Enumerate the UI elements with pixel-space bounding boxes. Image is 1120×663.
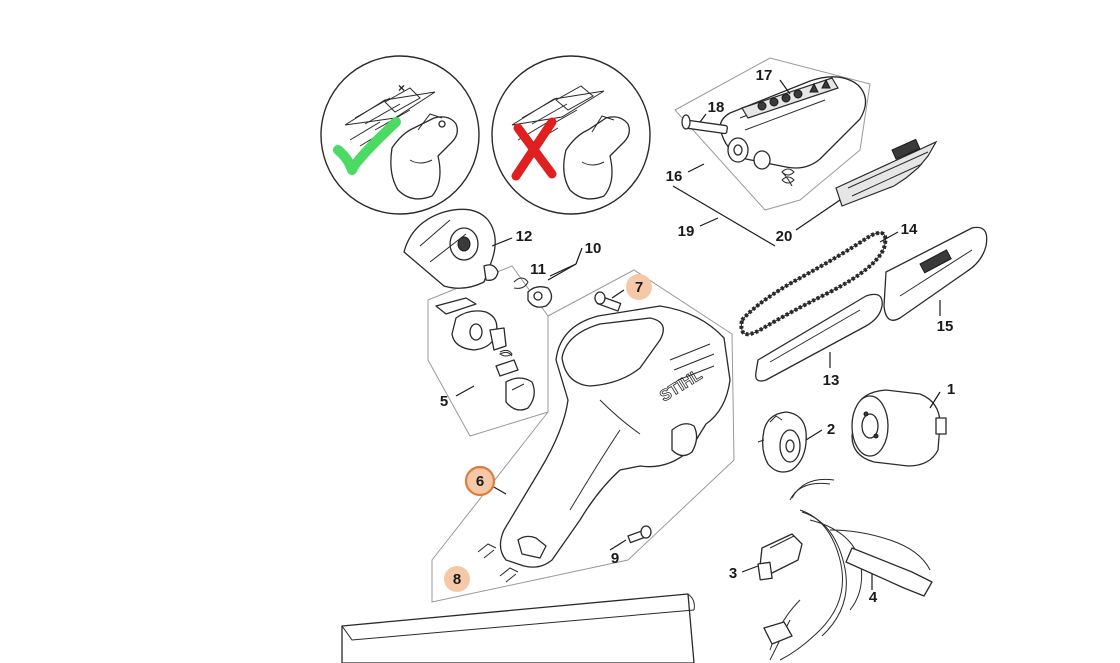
callout-7[interactable]: 7 xyxy=(626,274,652,300)
callout-3[interactable]: 3 xyxy=(729,565,737,582)
callout-15[interactable]: 15 xyxy=(937,318,954,335)
callout-12-label: 12 xyxy=(516,228,533,245)
bolt-part xyxy=(681,114,728,135)
callout-20[interactable]: 20 xyxy=(776,228,793,245)
callout-16[interactable]: 16 xyxy=(666,168,683,185)
saw-chain-part xyxy=(739,231,888,337)
packaging-box xyxy=(341,593,695,663)
chain-guard-part xyxy=(883,226,988,321)
callout-2[interactable]: 2 xyxy=(827,421,835,438)
callout-17[interactable]: 17 xyxy=(756,67,773,84)
callout-4[interactable]: 4 xyxy=(869,589,878,606)
cross-mark-icon xyxy=(511,117,557,181)
callout-12[interactable]: 12 xyxy=(516,228,533,245)
incorrect-installation-circle xyxy=(491,55,651,215)
callout-6[interactable]: 6 xyxy=(464,465,496,497)
callout-7-highlight xyxy=(626,274,652,300)
callout-1-label: 1 xyxy=(947,381,955,398)
clip-and-washer-parts xyxy=(513,277,553,308)
callout-17-label: 17 xyxy=(756,67,773,84)
callout-5-label: 5 xyxy=(440,393,448,410)
callout-6-selected-ring xyxy=(464,465,496,497)
wiring-harness-part xyxy=(763,478,933,661)
warning-label-strip xyxy=(741,77,839,119)
leader-lines xyxy=(455,79,941,590)
screw-9-part xyxy=(627,525,652,544)
callout-20-label: 20 xyxy=(776,228,793,245)
internal-parts-group xyxy=(427,265,549,437)
callout-8-highlight xyxy=(444,566,470,592)
callout-14[interactable]: 14 xyxy=(901,221,918,238)
callout-5[interactable]: 5 xyxy=(440,393,448,410)
callout-18-label: 18 xyxy=(708,99,725,116)
switch-part xyxy=(757,533,803,581)
callout-18[interactable]: 18 xyxy=(708,99,725,116)
handle-housing-group: STIHL xyxy=(431,269,735,603)
correct-installation-circle: × xyxy=(320,55,480,215)
callout-14-label: 14 xyxy=(901,221,918,238)
bar-cover-part xyxy=(835,138,938,207)
callout-9-label: 9 xyxy=(611,550,619,567)
callout-4-label: 4 xyxy=(869,589,878,606)
gear-part xyxy=(757,411,807,473)
callout-13[interactable]: 13 xyxy=(823,372,840,389)
callout-19[interactable]: 19 xyxy=(678,223,695,240)
check-mark-icon xyxy=(333,117,401,175)
callout-6-label: 6 xyxy=(476,473,484,490)
callout-8-label: 8 xyxy=(453,571,461,588)
screw-part xyxy=(594,291,622,312)
callout-16-label: 16 xyxy=(666,168,683,185)
callout-19-label: 19 xyxy=(678,223,695,240)
housing-cover-part xyxy=(403,208,499,289)
callout-13-label: 13 xyxy=(823,372,840,389)
clip-parts xyxy=(477,543,519,583)
guide-bar-part xyxy=(755,293,883,382)
callout-1[interactable]: 1 xyxy=(947,381,955,398)
callout-10[interactable]: 10 xyxy=(585,240,602,257)
callout-7-label: 7 xyxy=(635,279,643,296)
callout-3-label: 3 xyxy=(729,565,737,582)
callout-15-label: 15 xyxy=(937,318,954,335)
callout-10-label: 10 xyxy=(585,240,602,257)
callout-8[interactable]: 8 xyxy=(444,566,470,592)
cover-assembly-group xyxy=(674,57,871,211)
svg-text:×: × xyxy=(398,81,405,95)
callout-11[interactable]: 11 xyxy=(530,261,546,278)
callout-9[interactable]: 9 xyxy=(611,550,619,567)
motor-part xyxy=(851,389,947,467)
callout-2-label: 2 xyxy=(827,421,835,438)
callout-11-label: 11 xyxy=(530,261,546,278)
